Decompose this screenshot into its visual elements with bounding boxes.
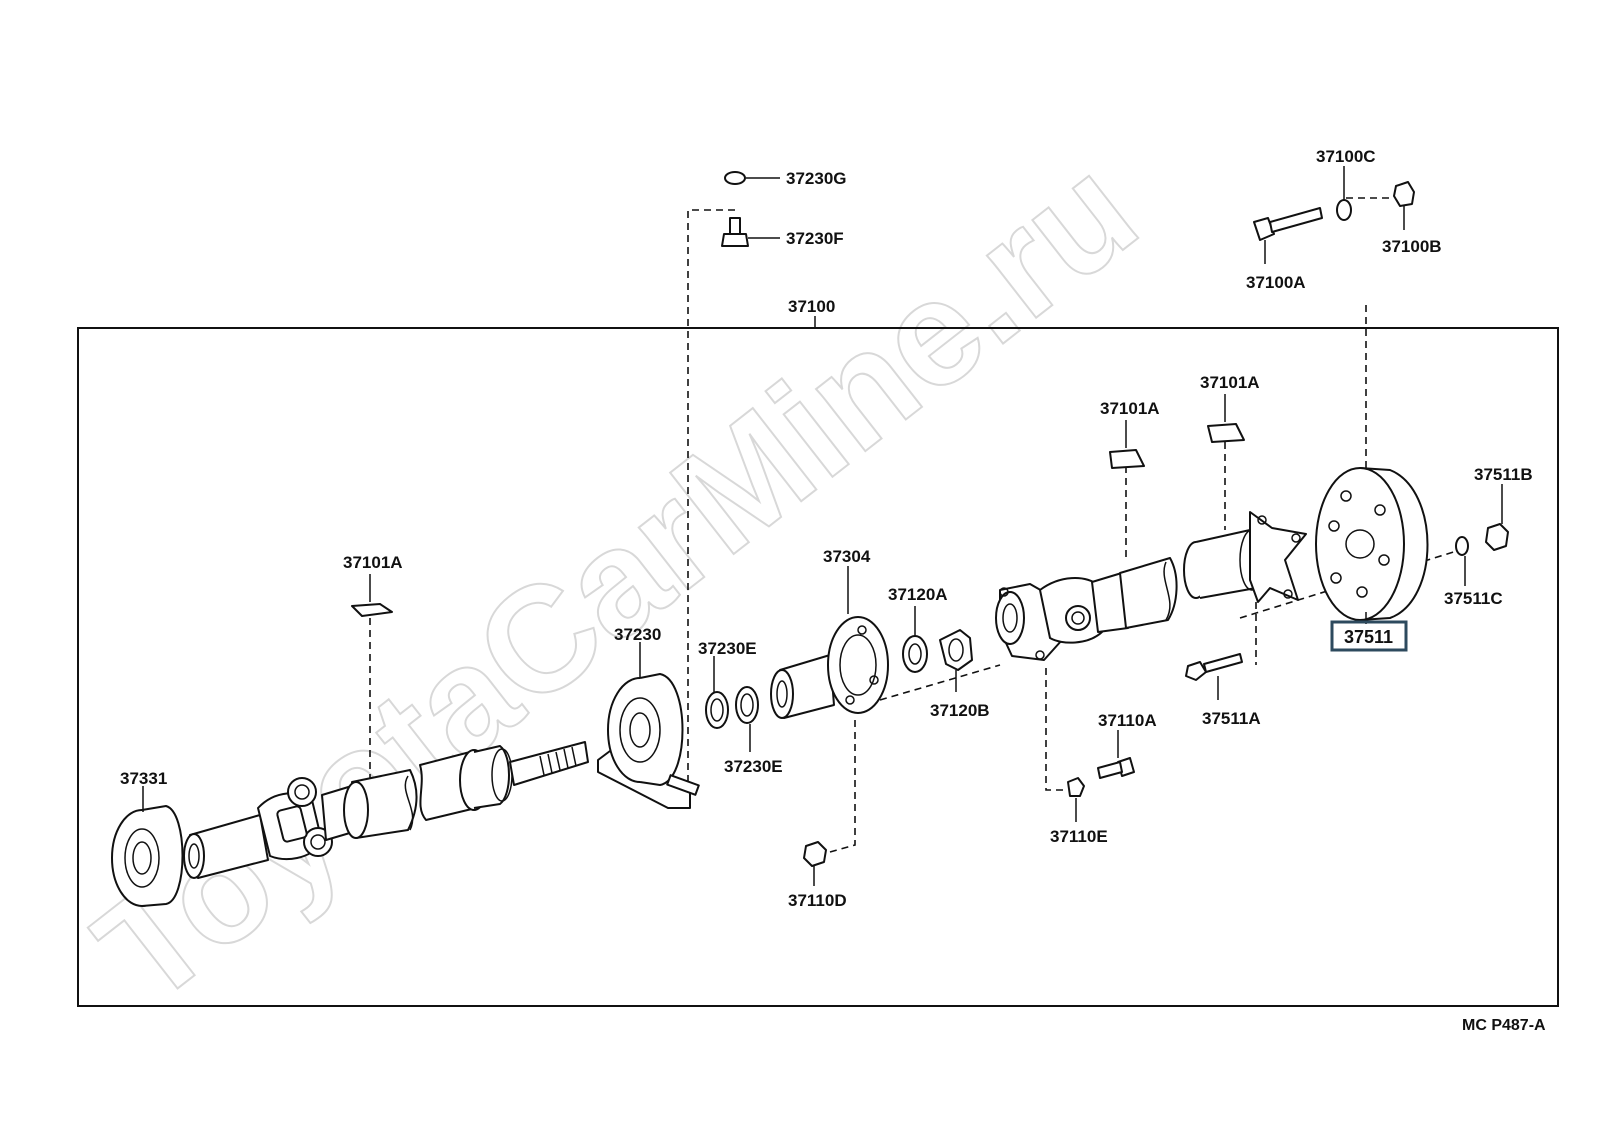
- label-37511B: 37511B: [1474, 465, 1533, 484]
- label-37511: 37511: [1344, 627, 1393, 647]
- part-37110A-bolt: [1097, 757, 1135, 779]
- label-37120A: 37120A: [888, 585, 948, 604]
- label-37230E-top: 37230E: [698, 639, 757, 658]
- part-37511-flex-coupling: [1315, 467, 1429, 621]
- label-37331: 37331: [120, 769, 167, 788]
- watermark: ToyotaCarMine.ru: [66, 125, 1165, 1036]
- leader-lines: [142, 166, 1503, 886]
- part-37100C-washer: [1336, 199, 1352, 221]
- part-37331-seal: [111, 805, 184, 907]
- part-37511B-nut: [1485, 523, 1509, 551]
- part-37120B-nut: [939, 629, 973, 671]
- label-37100A: 37100A: [1246, 273, 1306, 292]
- highlight-box-37511: [1330, 620, 1408, 652]
- part-37110D-nut: [803, 841, 827, 867]
- part-37230F-bolt: [721, 217, 749, 247]
- front-shaft-assembly: [995, 511, 1307, 661]
- label-37110A: 37110A: [1098, 711, 1157, 730]
- label-37101A-right: 37101A: [1200, 373, 1260, 392]
- rear-shaft-assembly: [183, 741, 589, 879]
- label-37101A-mid: 37101A: [1100, 399, 1160, 418]
- alignment-lines: [369, 197, 1461, 853]
- label-37101A-left: 37101A: [343, 553, 403, 572]
- part-37101A-clips: [351, 423, 1245, 617]
- label-37230G: 37230G: [786, 169, 847, 188]
- label-37100C: 37100C: [1316, 147, 1376, 166]
- label-37100B: 37100B: [1382, 237, 1442, 256]
- part-labels: 37230G 37230F 37100C 37100B 37100A 37100…: [120, 147, 1533, 910]
- label-37110D: 37110D: [788, 891, 847, 910]
- part-37110E-nut: [1067, 777, 1085, 797]
- label-37304: 37304: [823, 547, 871, 566]
- label-37230F: 37230F: [786, 229, 844, 248]
- part-37230E-washers: [705, 686, 759, 729]
- part-37230-center-bearing: [597, 673, 700, 809]
- label-37120B: 37120B: [930, 701, 990, 720]
- assembly-frame: [77, 327, 1559, 1007]
- part-37100A-bolt: [1253, 207, 1323, 241]
- label-37511C: 37511C: [1444, 589, 1503, 608]
- part-37120A-washer: [902, 635, 928, 673]
- diagram-code: MC P487-A: [1462, 1017, 1546, 1034]
- label-37230E-bottom: 37230E: [724, 757, 783, 776]
- label-assembly-37100: 37100: [788, 297, 835, 316]
- part-37304-flange: [770, 616, 889, 719]
- part-37511A-bolt: [1185, 653, 1243, 681]
- part-37100B-nut: [1393, 181, 1415, 207]
- label-37110E: 37110E: [1050, 827, 1108, 846]
- label-37230: 37230: [614, 625, 661, 644]
- part-37511C-washer: [1455, 536, 1469, 556]
- label-37511A: 37511A: [1202, 709, 1261, 728]
- part-37230G-washer: [724, 171, 746, 185]
